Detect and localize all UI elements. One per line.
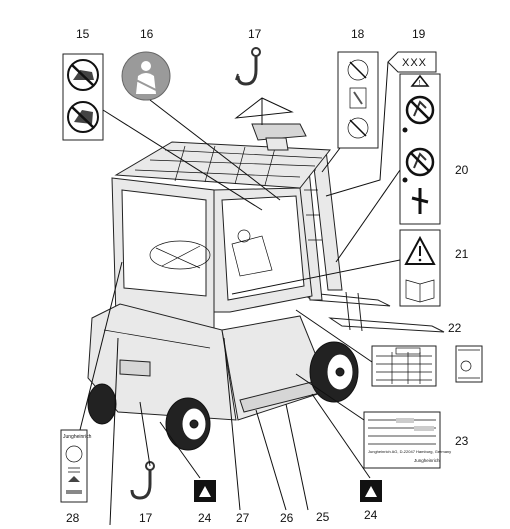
leader-lines bbox=[79, 61, 401, 526]
callout-23: 23 bbox=[455, 434, 469, 448]
xxx-tag-text: XXX bbox=[402, 57, 427, 69]
plate-company-text: Jungheinrich AG, D-22047 Hamburg, German… bbox=[368, 449, 451, 454]
plate-brand-text: Jungheinrich bbox=[414, 458, 440, 463]
callout-20: 20 bbox=[455, 163, 469, 177]
callout-28: 28 bbox=[66, 511, 80, 525]
label-21-read-manual bbox=[399, 229, 441, 307]
label-19-xxx-tag: XXX bbox=[387, 51, 437, 73]
label-17-lifting-hook-bottom bbox=[130, 461, 155, 500]
forklift-illustration bbox=[87, 123, 445, 451]
label-20-warning-panel: ! bbox=[399, 73, 441, 225]
callout-24-right: 24 bbox=[364, 508, 378, 522]
callout-26: 26 bbox=[280, 511, 294, 525]
label-24-jack-point-left bbox=[194, 480, 216, 502]
label-22-data-plate bbox=[371, 345, 483, 387]
callout-27: 27 bbox=[236, 511, 250, 525]
label-28-small-panel: Jungheinrich bbox=[60, 429, 92, 503]
label-18-warning-strip bbox=[337, 51, 379, 149]
panel-28-text: Jungheinrich bbox=[63, 434, 92, 440]
label-23-manufacturer-plate: Jungheinrich AG, D-22047 Hamburg, German… bbox=[363, 411, 451, 469]
label-15-no-riding-signs bbox=[62, 53, 104, 141]
callout-17-top: 17 bbox=[248, 27, 262, 41]
callout-numbers: 15 16 17 18 19 20 21 22 23 24 25 26 27 2… bbox=[66, 27, 469, 525]
callout-16: 16 bbox=[140, 27, 154, 41]
callout-15: 15 bbox=[76, 27, 90, 41]
callout-22: 22 bbox=[448, 321, 462, 335]
callout-21: 21 bbox=[455, 247, 469, 261]
callout-19: 19 bbox=[412, 27, 426, 41]
callout-25: 25 bbox=[316, 510, 330, 524]
label-16-seatbelt-sign bbox=[121, 51, 171, 101]
label-24-jack-point-right bbox=[360, 480, 382, 502]
label-17-lifting-hook-top bbox=[235, 47, 261, 86]
svg-text:!: ! bbox=[419, 80, 421, 87]
callout-17-bottom: 17 bbox=[139, 511, 153, 525]
callout-18: 18 bbox=[351, 27, 365, 41]
callout-24-left: 24 bbox=[198, 511, 212, 525]
